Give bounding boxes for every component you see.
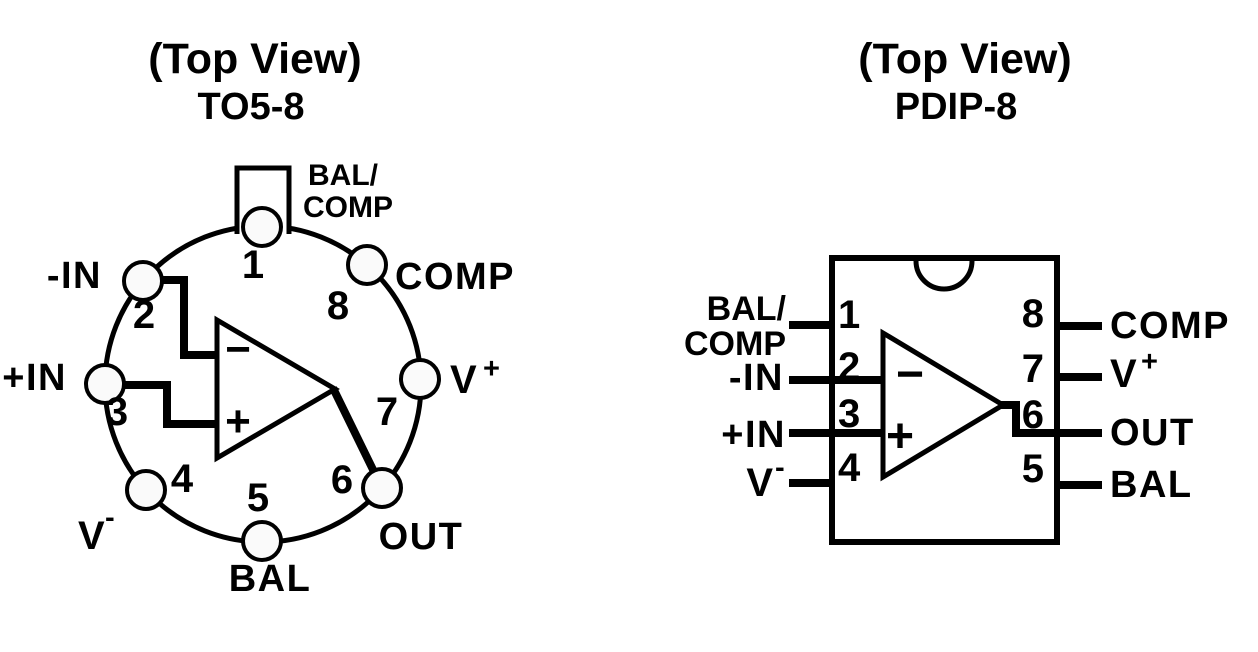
pdip-pin2-label: -IN [729,357,784,399]
pdip-pin4-label-base: V [746,461,773,505]
pdip-opamp-triangle [880,328,1008,482]
pdip-view-title: (Top View) [858,35,1071,83]
pdip-pin6-label: OUT [1110,412,1195,454]
to5-pin8-pad [346,244,388,286]
to5-opamp-triangle [214,315,340,463]
to5-pin1-pad [241,206,283,248]
pdip-pin1-number: 1 [838,293,860,337]
to5-pin3-pad [84,363,126,405]
to5-pin2-label: -IN [47,255,102,297]
to5-pin5-number: 5 [247,476,269,520]
to5-pin6-label: OUT [379,516,464,558]
pdip-pin5-number: 5 [1022,447,1044,491]
to5-pin3-number: 3 [106,390,128,434]
pdip-diagram: (Top View) PDIP-8 − + 1 2 3 4 8 7 6 5 BA… [684,35,1230,545]
pdip-pin5-label: BAL [1110,464,1193,506]
pdip-opamp-minus-symbol: − [896,348,924,401]
to5-pin1-number: 1 [242,243,264,287]
to5-pin1-label-line2: COMP [303,191,393,224]
to5-pin3-label: +IN [2,357,67,399]
to5-wire-inverting-input [147,276,215,359]
pdip-pin3-number: 3 [838,392,860,436]
to5-wire-noninverting-input [104,381,215,428]
to5-pin5-pad [241,520,283,562]
pdip-package-name: PDIP-8 [895,86,1017,128]
to5-view-title: (Top View) [148,35,361,83]
pdip-pin2-number: 2 [838,345,860,389]
pdip-pin8-number: 8 [1022,292,1044,336]
to5-pin4-pad [125,469,167,511]
pdip-pin7-number: 7 [1022,347,1044,391]
pdip-pin7-label-sup: + [1141,346,1158,378]
pdip-wire-output [1001,401,1102,437]
to5-pin4-label-sup: - [105,502,115,534]
to5-pin7-label-sup: + [483,353,500,385]
pdip-pin6-number: 6 [1022,393,1044,437]
to5-pin8-label: COMP [395,256,515,298]
to5-package-name: TO5-8 [197,86,304,128]
to5-opamp-plus-symbol: + [225,397,251,446]
pdip-pin8-label: COMP [1110,305,1230,347]
to5-diagram: (Top View) TO5-8 − + 1 2 3 4 5 6 7 8 BAL… [2,35,515,600]
pdip-body-outline [829,255,1060,545]
to5-opamp-minus-symbol: − [225,325,251,374]
to5-pin8-number: 8 [327,284,349,328]
to5-pin2-number: 2 [133,293,155,337]
pdip-pin1-label-line2: COMP [684,325,786,363]
to5-pin6-pad [361,467,403,509]
pdip-pin4-number: 4 [838,446,861,490]
to5-pin4-number: 4 [171,457,194,501]
pdip-orientation-notch [913,260,975,292]
to5-pin7-label-base: V [450,358,477,402]
to5-pin7-number: 7 [376,390,398,434]
to5-pin1-label-line1: BAL/ [308,159,379,192]
to5-pin4-label-base: V [78,514,105,558]
to5-pin2-pad [122,260,164,302]
to5-pin6-number: 6 [331,458,353,502]
pdip-pin1-label-line1: BAL/ [707,290,787,328]
pdip-pin7-label-base: V [1110,352,1137,396]
pdip-opamp-plus-symbol: + [886,410,914,463]
to5-pin5-label: BAL [229,558,312,600]
pdip-pin3-label: +IN [721,414,786,456]
pdip-pin4-label-sup: - [775,452,785,484]
to5-pin7-pad [399,358,441,400]
